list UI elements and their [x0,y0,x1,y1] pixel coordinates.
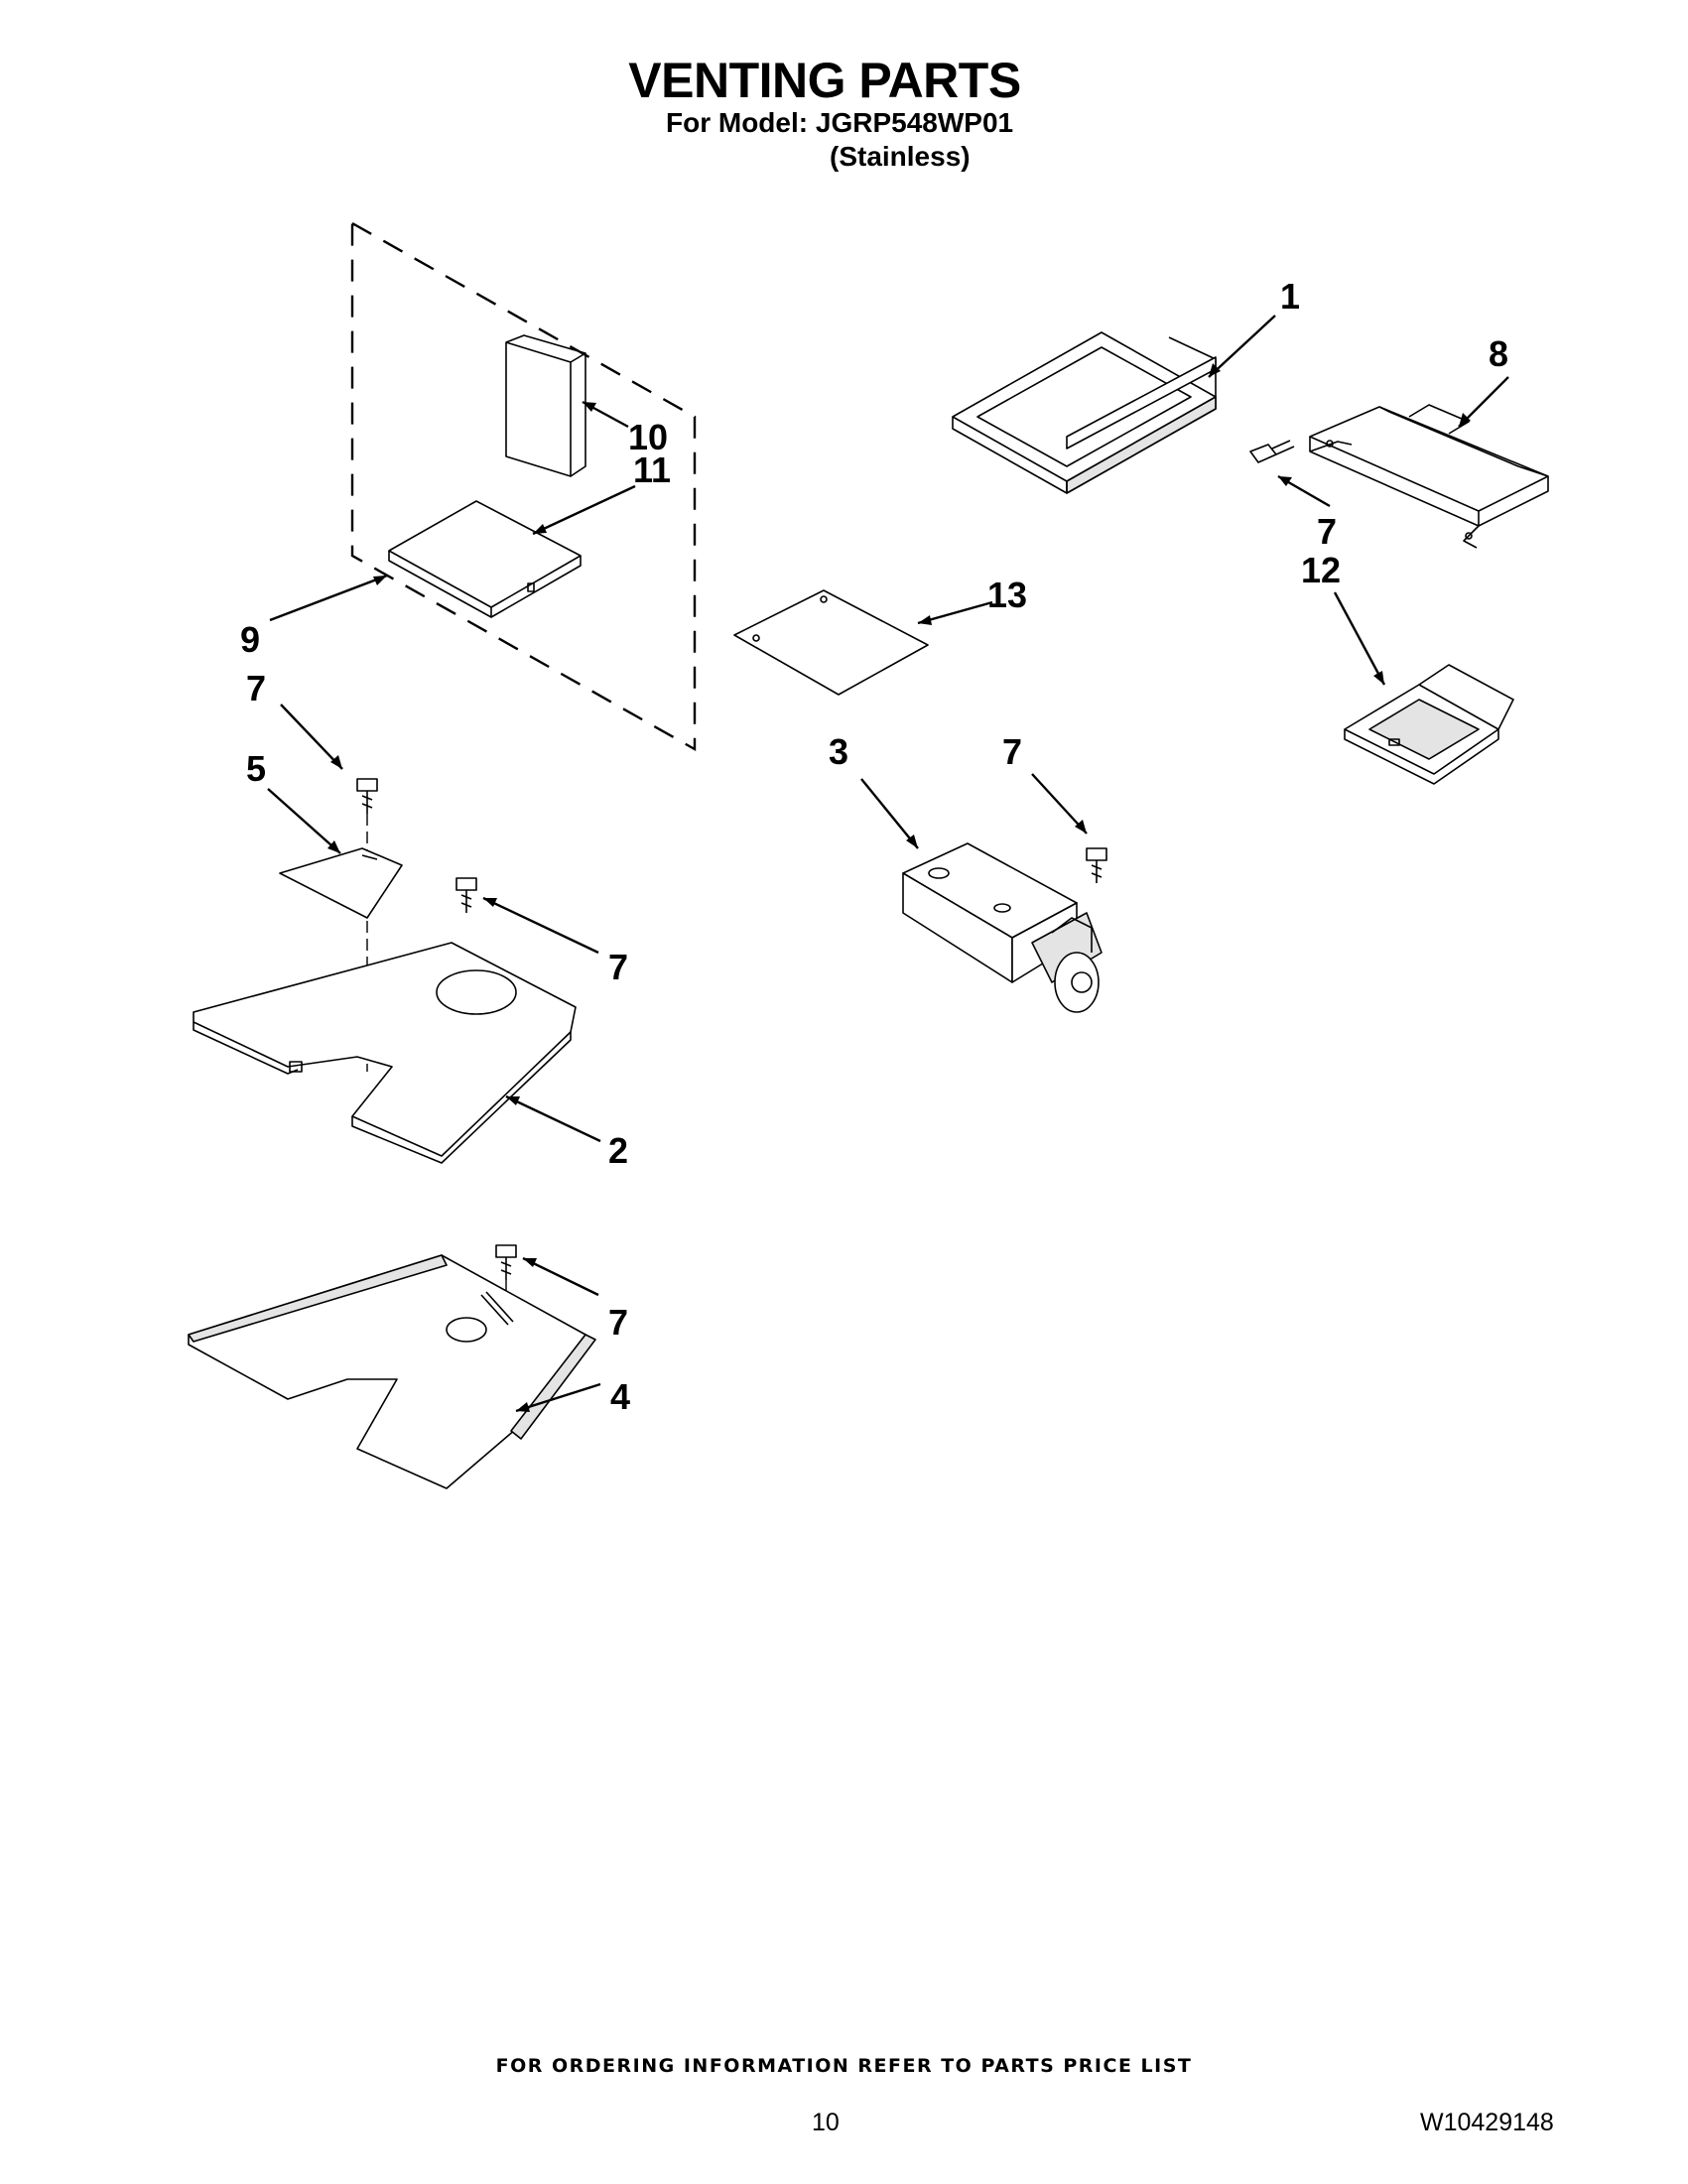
part-10-panel [505,334,586,477]
callout-13: 13 [987,575,1027,615]
screw-7a [1249,440,1295,463]
part-11-tray [388,500,582,618]
callout-4: 4 [610,1376,630,1417]
callout-10: 10 [628,417,668,457]
screw-7e [495,1244,517,1280]
part-5-plate [279,847,403,919]
callout-7-upper-right: 7 [1317,511,1337,552]
part-4-base-plate [188,1254,596,1489]
callout-8: 8 [1489,333,1508,374]
part-8-bracket [1309,404,1549,549]
part-13-gasket [733,589,929,696]
callout-9: 9 [240,619,260,660]
model-variant: (Stainless) [830,141,971,172]
callout-7-left-middle: 7 [608,947,628,987]
page-number: 10 [812,2109,840,2136]
callout-5: 5 [246,748,266,789]
callout-3: 3 [829,731,848,772]
part-12-cover [1344,664,1514,785]
document-number: W10429148 [1420,2109,1554,2136]
screw-7b [1086,847,1107,883]
callout-2: 2 [608,1130,628,1171]
callout-7-blower: 7 [1002,731,1022,772]
screw-7d [455,877,477,913]
callout-7-left-top: 7 [246,668,266,708]
callout-12: 12 [1301,550,1341,590]
part-2-vent-plate [193,942,577,1164]
callout-7-bottom: 7 [608,1302,628,1343]
callout-11: 11 [633,450,671,490]
page-title: VENTING PARTS [628,53,1021,108]
part-3-blower [902,842,1103,1013]
ordering-note: FOR ORDERING INFORMATION REFER TO PARTS … [495,2055,1193,2077]
callout-1: 1 [1280,276,1300,317]
leader-lines [267,315,1509,1413]
screw-7c [356,778,378,814]
model-number: For Model: JGRP548WP01 [666,107,1014,138]
part-1-frame [952,331,1217,494]
